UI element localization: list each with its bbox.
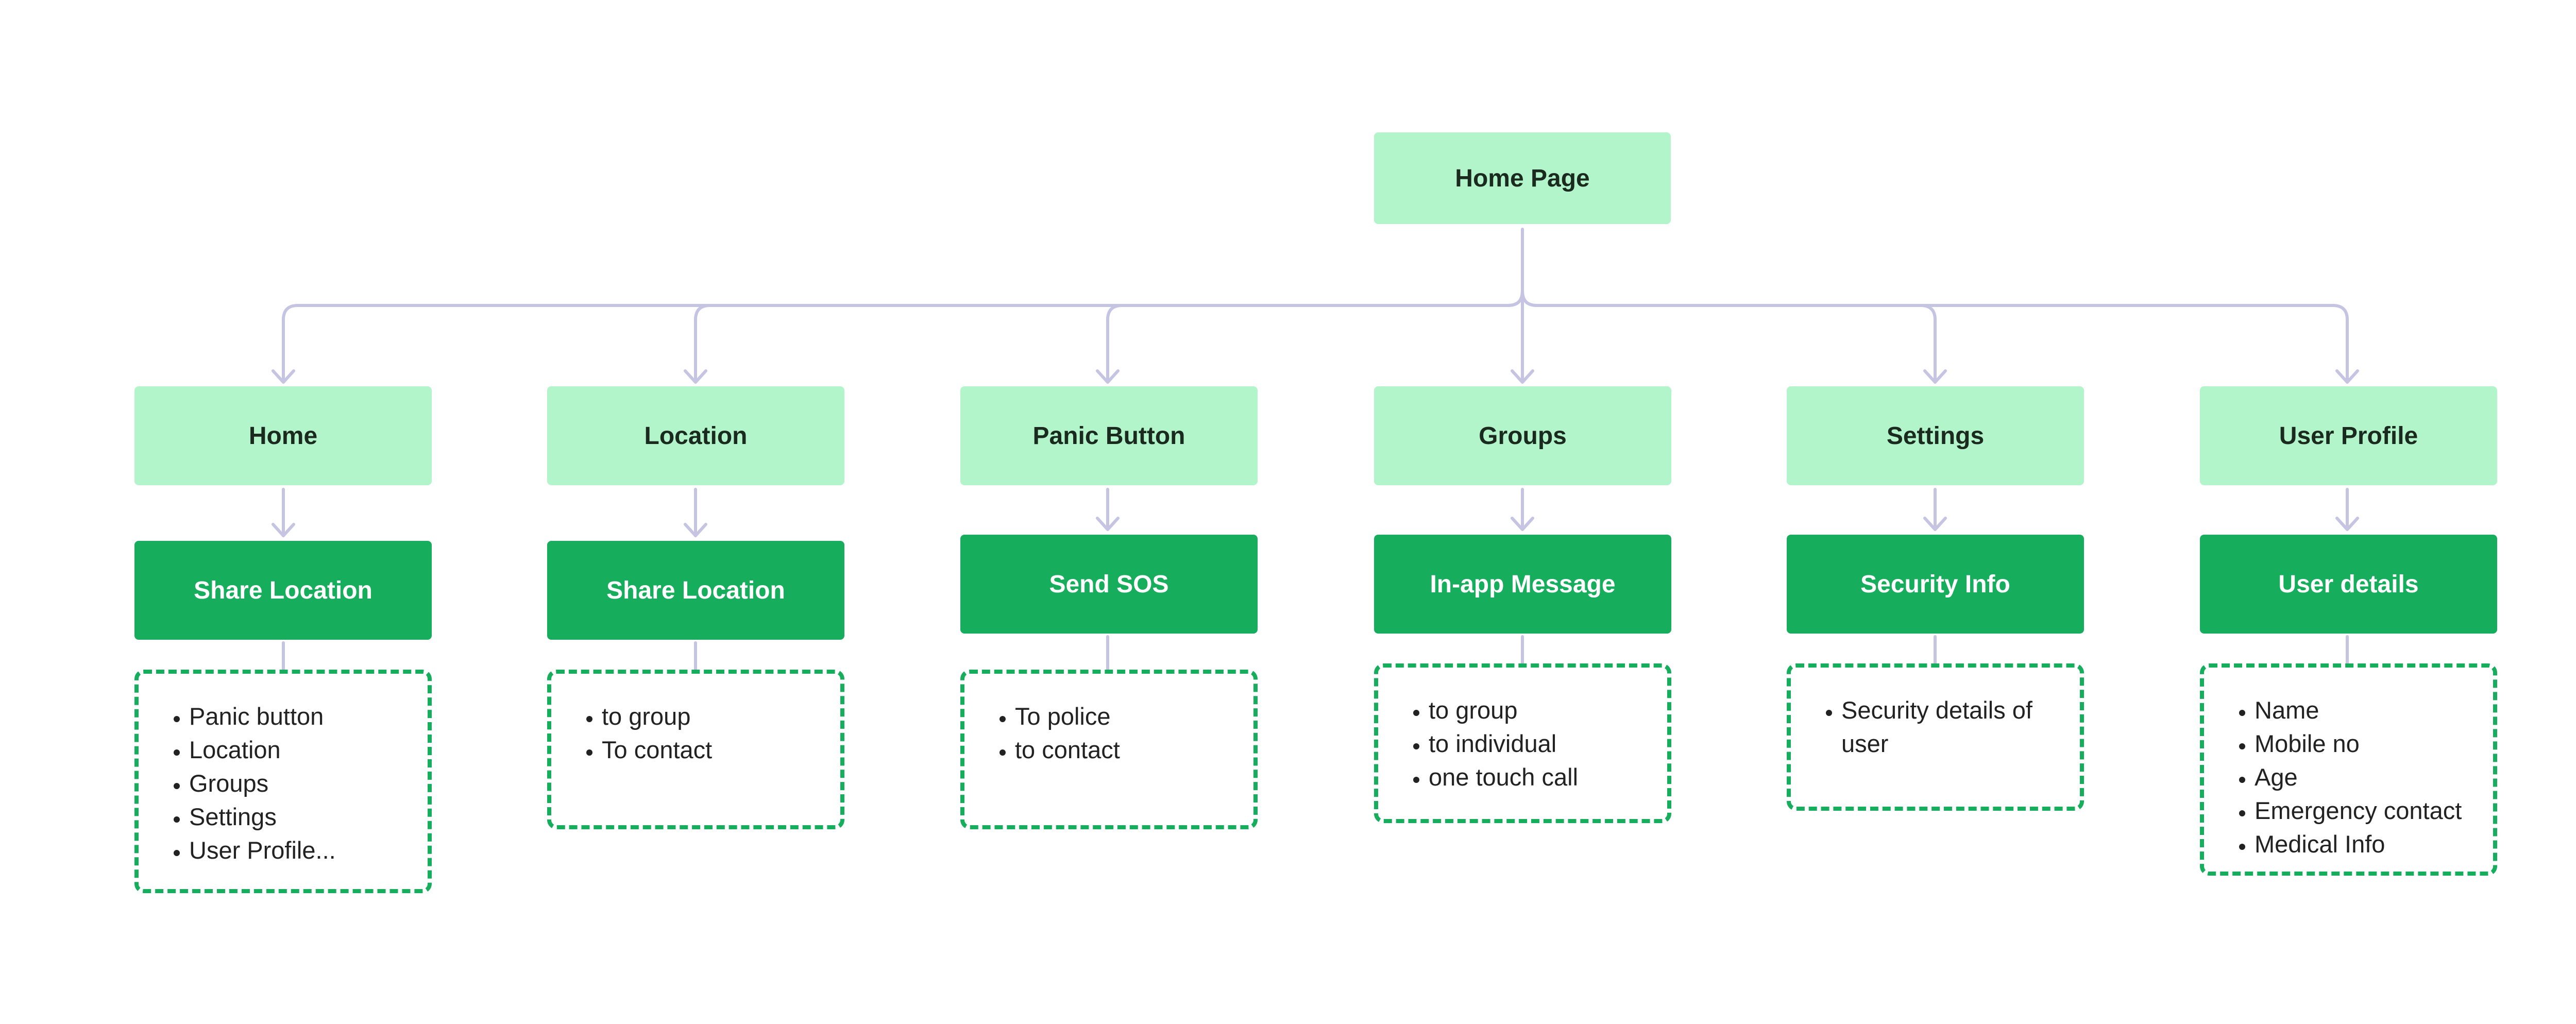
section-node-home: Home <box>134 386 432 485</box>
list-item: to group <box>602 699 830 733</box>
list-item: Age <box>2255 760 2483 794</box>
arrow-settings-to-feature <box>1923 488 1947 531</box>
section-label-settings: Settings <box>1886 422 1985 450</box>
list-item: Location <box>189 733 417 766</box>
section-node-panic-button: Panic Button <box>960 386 1258 485</box>
details-list-user-profile: Name Mobile no Age Emergency contact Med… <box>2225 693 2483 861</box>
details-list-home: Panic button Location Groups Settings Us… <box>159 699 417 867</box>
details-box-location: to group To contact <box>547 670 844 829</box>
list-item: Panic button <box>189 699 417 733</box>
details-list-location: to group To contact <box>572 699 830 766</box>
list-item: to group <box>1429 693 1657 727</box>
details-box-user-profile: Name Mobile no Age Emergency contact Med… <box>2200 663 2497 876</box>
list-item: Settings <box>189 800 417 833</box>
section-node-groups: Groups <box>1374 386 1671 485</box>
list-item: To police <box>1015 699 1243 733</box>
section-node-settings: Settings <box>1787 386 2084 485</box>
feature-label-location: Share Location <box>606 576 785 604</box>
arrowhead-user-profile <box>2335 369 2359 384</box>
arrowhead-settings <box>1923 369 1947 384</box>
list-item: Name <box>2255 693 2483 727</box>
arrowhead-home <box>272 369 295 384</box>
list-item: to individual <box>1429 727 1657 760</box>
arrow-user-profile-to-feature <box>2335 488 2359 531</box>
section-node-user-profile: User Profile <box>2200 386 2497 485</box>
list-item: Mobile no <box>2255 727 2483 760</box>
details-box-settings: Security details of user <box>1787 663 2084 811</box>
feature-node-share-location-home: Share Location <box>134 541 432 640</box>
list-item: User Profile... <box>189 833 417 867</box>
feature-node-security-info: Security Info <box>1787 535 2084 634</box>
section-node-location: Location <box>547 386 844 485</box>
details-list-groups: to group to individual one touch call <box>1399 693 1657 794</box>
details-list-settings: Security details of user <box>1811 693 2070 760</box>
root-node-home-page: Home Page <box>1374 132 1671 224</box>
arrow-panic-button-to-feature <box>1096 488 1120 531</box>
section-label-user-profile: User Profile <box>2279 422 2418 450</box>
root-node-label: Home Page <box>1455 164 1590 192</box>
branch-line-user-profile <box>1521 289 2349 383</box>
details-list-panic-button: To police to contact <box>985 699 1243 766</box>
arrow-location-to-feature <box>684 488 707 537</box>
list-item: To contact <box>602 733 830 766</box>
list-item: Security details of user <box>1841 693 2070 760</box>
feature-label-home: Share Location <box>194 576 372 604</box>
arrowhead-location <box>684 369 707 384</box>
list-item: Medical Info <box>2255 827 2483 861</box>
details-box-home: Panic button Location Groups Settings Us… <box>134 670 432 893</box>
feature-label-user-profile: User details <box>2278 570 2419 598</box>
arrow-groups-to-feature <box>1511 488 1534 531</box>
arrowhead-groups <box>1511 369 1534 384</box>
list-item: Groups <box>189 766 417 800</box>
arrow-home-to-feature <box>272 488 295 537</box>
feature-label-panic-button: Send SOS <box>1049 570 1169 598</box>
branch-line-panic-button <box>1106 289 1524 383</box>
section-label-groups: Groups <box>1479 422 1567 450</box>
details-box-panic-button: To police to contact <box>960 670 1258 829</box>
feature-node-send-sos: Send SOS <box>960 535 1258 634</box>
feature-node-share-location-location: Share Location <box>547 541 844 640</box>
details-box-groups: to group to individual one touch call <box>1374 663 1671 823</box>
arrowhead-panic-button <box>1096 369 1120 384</box>
list-item: one touch call <box>1429 760 1657 794</box>
list-item: to contact <box>1015 733 1243 766</box>
feature-node-in-app-message: In-app Message <box>1374 535 1671 634</box>
list-item: Emergency contact <box>2255 794 2483 827</box>
section-label-panic-button: Panic Button <box>1032 422 1185 450</box>
feature-label-groups: In-app Message <box>1430 570 1616 598</box>
feature-label-settings: Security Info <box>1860 570 2010 598</box>
section-label-home: Home <box>248 422 318 450</box>
feature-node-user-details: User details <box>2200 535 2497 634</box>
section-label-location: Location <box>644 422 748 450</box>
